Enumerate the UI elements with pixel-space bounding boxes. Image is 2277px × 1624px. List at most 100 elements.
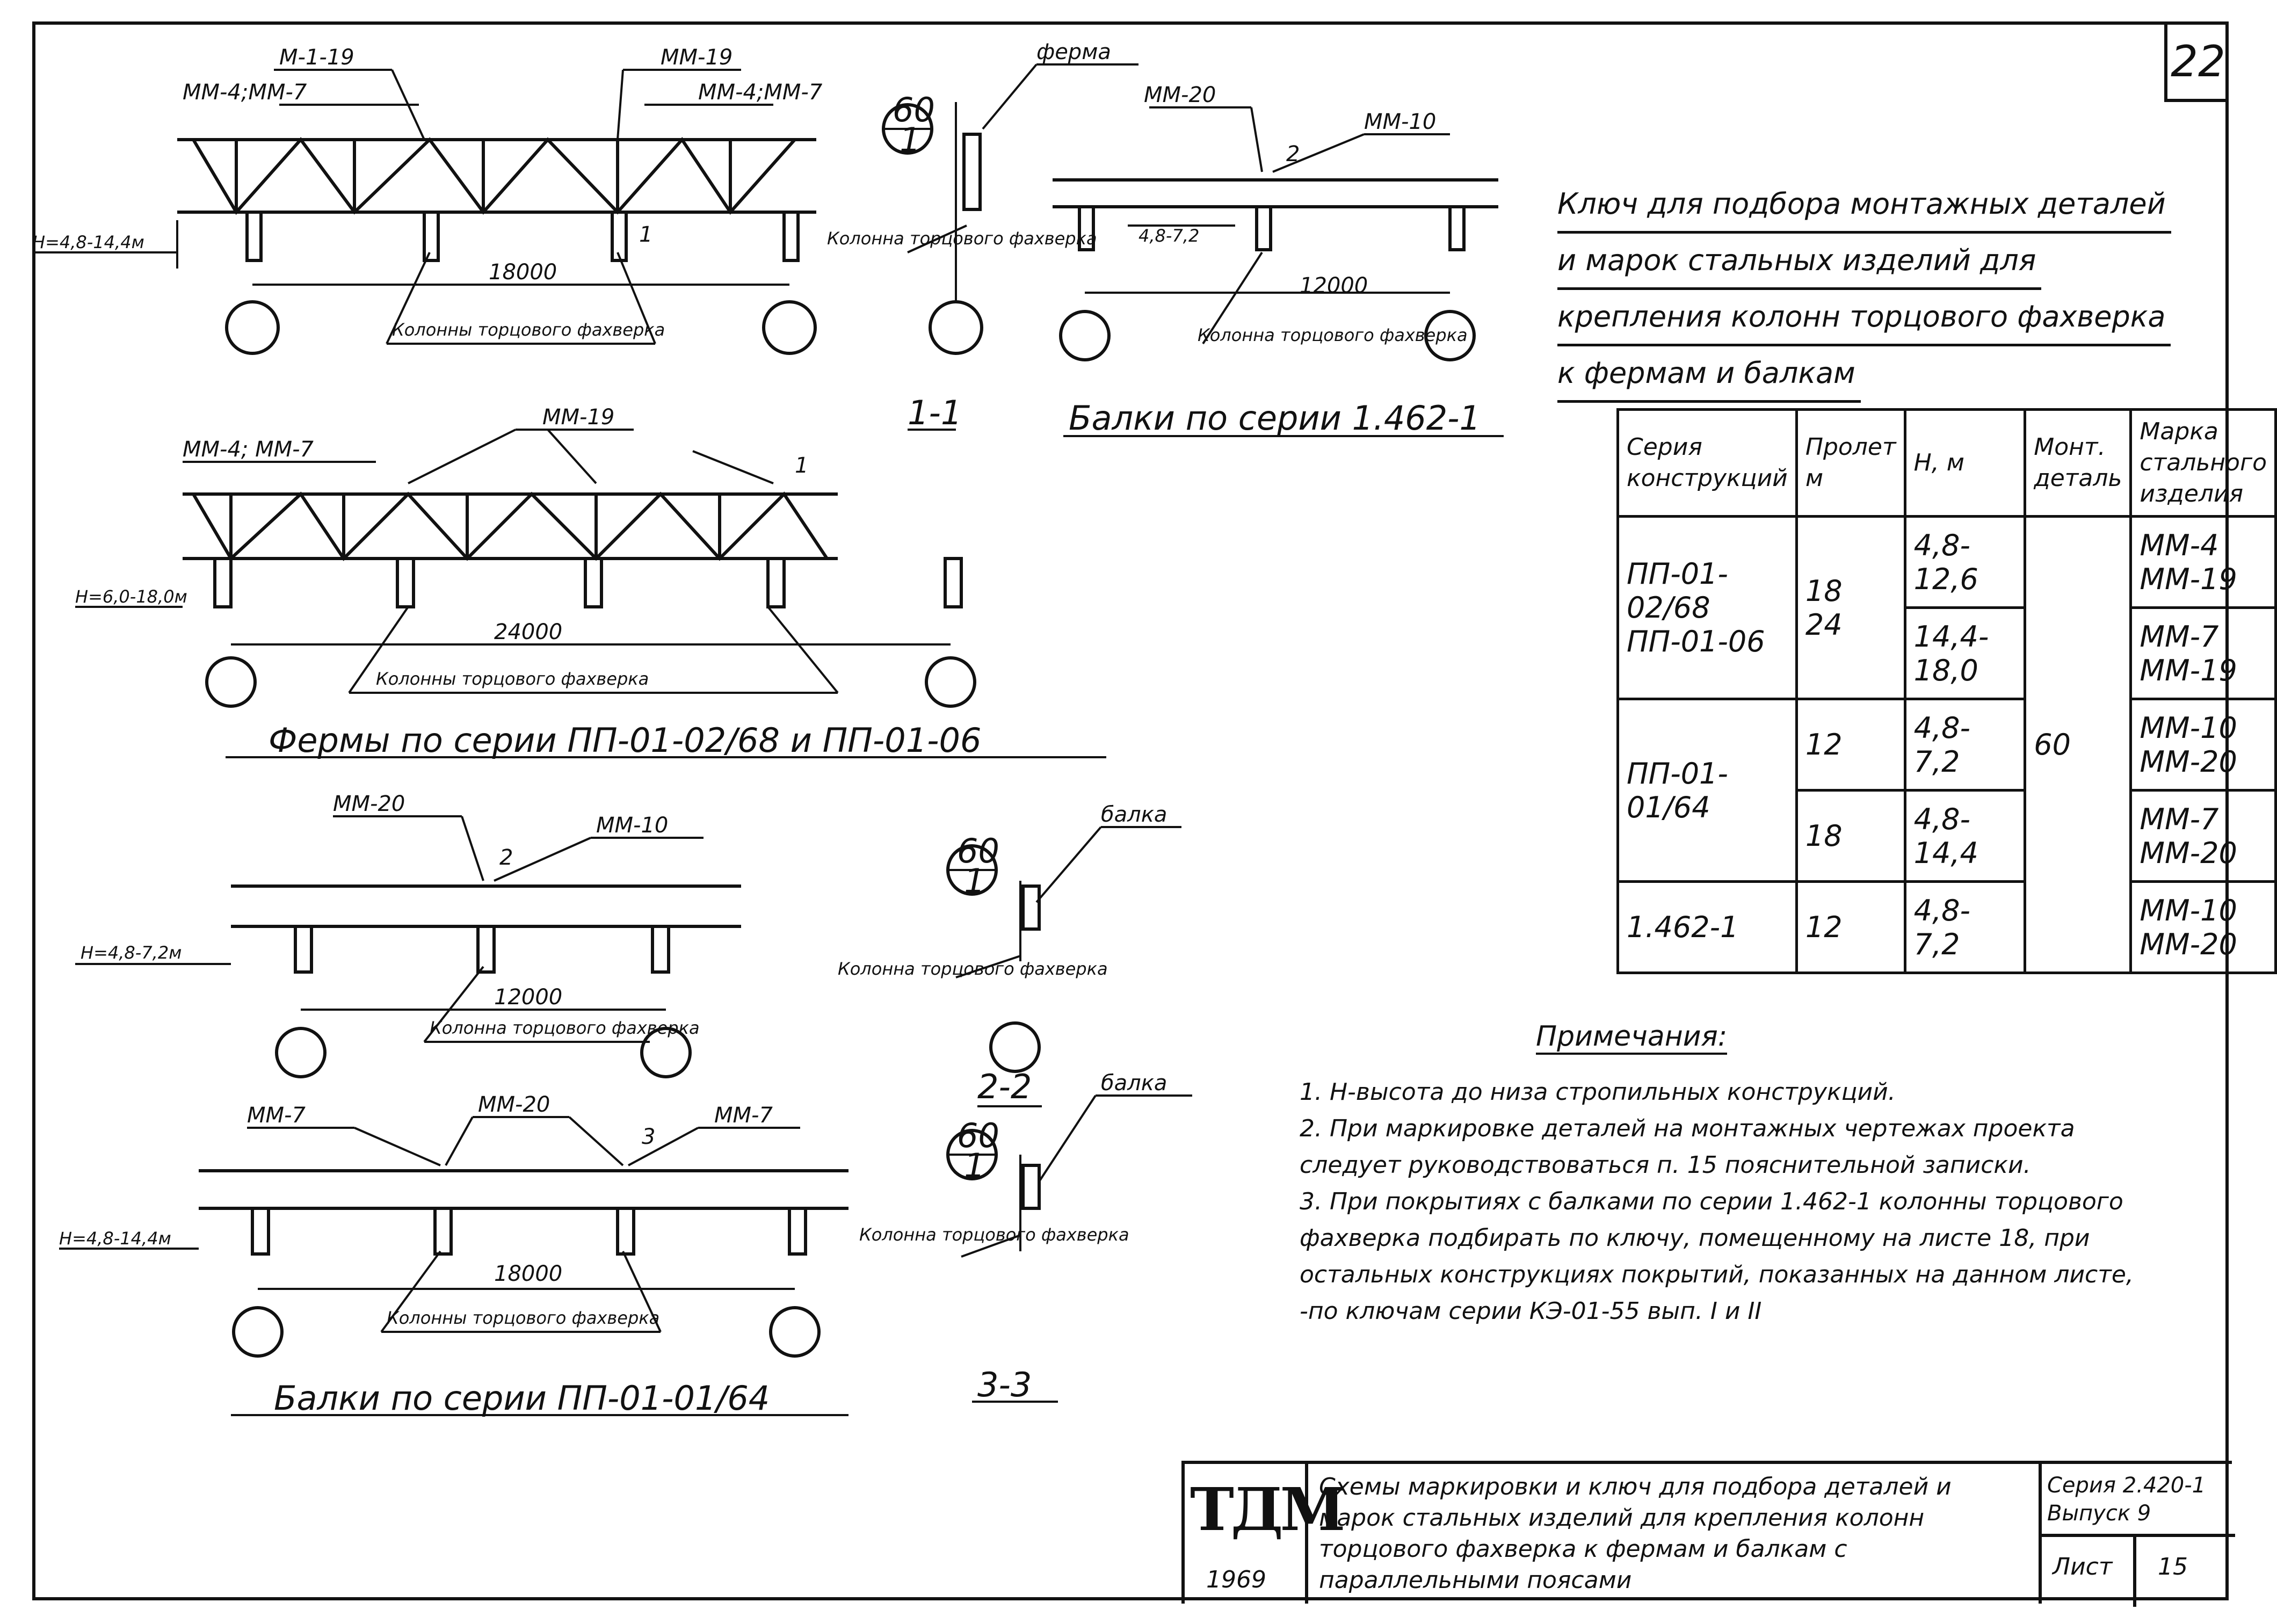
key-title-line: Ключ для подбора монтажных деталей <box>1557 177 2171 234</box>
mark-mm20: MM-20 <box>333 792 405 816</box>
series-label: Серия 2.420-1 <box>2047 1473 2206 1498</box>
section-mark: 3 <box>642 1125 655 1149</box>
detail-circle-top: 60 <box>893 90 935 129</box>
height-label: H=4,8-14,4м <box>32 232 144 252</box>
columns-label: Колонны торцового фахверка <box>387 1308 659 1328</box>
detail-circle-bottom: 1 <box>964 1146 985 1185</box>
columns-label: Колонны торцового фахверка <box>392 320 665 340</box>
diagram-caption: Балки по серии 1.462-1 <box>1069 398 1481 438</box>
table-cell-mark: MM-10 MM-20 <box>2129 880 2277 974</box>
note-item: 2. При маркировке деталей на монтажных ч… <box>1300 1115 2075 1179</box>
height-label: 4,8-7,2 <box>1138 226 1199 246</box>
series-info: Серия 2.420-1 Выпуск 9 <box>2047 1471 2206 1527</box>
beam-diagram-12000: MM-20 MM-10 H=4,8-7,2м 12000 Колонна тор… <box>75 792 741 1078</box>
detail-label: ферма <box>1036 40 1111 64</box>
diagram-caption: Фермы по серии ПП-01-02/68 и ПП-01-06 <box>269 721 981 760</box>
section-mark: 2 <box>1286 142 1300 166</box>
notes-list: 1. H-высота до низа стропильных конструк… <box>1300 1074 2159 1330</box>
table-row: 1.462-1 12 4,8-7,2 MM-10 MM-20 <box>1616 880 2277 974</box>
section-mark: 1 <box>639 222 652 247</box>
section-name: 1-1 <box>908 393 962 432</box>
truss-diagram-18000: M-1-19 MM-4;MM-7 MM-19 MM-4;MM-7 H=4,8-1… <box>32 45 823 355</box>
key-title-line: к фермам и балкам <box>1557 346 1861 403</box>
table-header: Монт. деталь <box>2024 408 2133 518</box>
title-block-logo: ТДМ 1969 <box>1185 1464 1345 1604</box>
table-cell-mark: MM-10 MM-20 <box>2129 698 2277 792</box>
span-label: 24000 <box>494 620 562 644</box>
table-cell-detail: 60 <box>2024 515 2133 974</box>
detail-section-2-2: 60 1 балка Колонна торцового фахверка 2-… <box>838 802 1181 1107</box>
table-cell-span: 18 <box>1795 789 1906 883</box>
mark-mm4-mm7: MM-4; MM-7 <box>183 437 314 462</box>
table-cell-h: 4,8-7,2 <box>1903 698 2027 792</box>
span-label: 12000 <box>494 985 562 1010</box>
columns-label: Колонны торцового фахверка <box>376 669 649 689</box>
section-name: 3-3 <box>977 1365 1032 1404</box>
detail-label: балка <box>1101 802 1167 827</box>
section-name: 2-2 <box>977 1067 1032 1106</box>
selection-key-table: Серия конструкций Пролет м H, м Монт. де… <box>1616 408 2277 974</box>
sheet-number: 15 <box>2133 1537 2235 1607</box>
height-label: H=4,8-7,2м <box>81 943 182 963</box>
truss-diagram-24000: MM-4; MM-7 MM-19 H=6,0-18,0м 24000 Колон… <box>75 405 1106 760</box>
table-cell-span: 12 <box>1795 698 1906 792</box>
table-header: Пролет м <box>1795 408 1906 518</box>
table-cell-mark: MM-7 MM-19 <box>2129 606 2277 700</box>
table-row: 14,4-18,0 MM-7 MM-19 <box>1618 606 2277 700</box>
detail-section-1-1: 60 1 ферма Колонна торцового фахверка 1-… <box>827 40 1138 432</box>
height-label: H=6,0-18,0м <box>75 586 187 607</box>
beam-diagram-18000: MM-7 MM-20 MM-7 H=4,8-14,4м 18000 Колонн… <box>59 1092 849 1418</box>
table-cell-series: 1.462-1 <box>1616 880 1798 974</box>
span-label: 12000 <box>1300 273 1368 298</box>
sheet-row: Лист 15 <box>2042 1534 2235 1607</box>
table-cell-series: ПП-01-01/64 <box>1616 698 1798 883</box>
table-header: H, м <box>1903 408 2027 518</box>
mark-mm19: MM-19 <box>542 405 614 430</box>
diagram-caption: Балки по серии ПП-01-01/64 <box>274 1379 770 1418</box>
detail-circle-bottom: 1 <box>900 120 920 160</box>
mark-mm10: MM-10 <box>1364 110 1436 134</box>
table-header-row: Серия конструкций Пролет м H, м Монт. де… <box>1616 408 2277 518</box>
table-cell-h: 4,8-7,2 <box>1903 880 2027 974</box>
note-item: 3. При покрытиях с балками по серии 1.46… <box>1300 1188 2134 1325</box>
note-item: 1. H-высота до низа стропильных конструк… <box>1300 1078 1896 1106</box>
table-cell-mark: MM-7 MM-20 <box>2129 789 2277 883</box>
mark-m-1-19: M-1-19 <box>279 45 354 70</box>
table-cell-h: 14,4-18,0 <box>1903 606 2027 700</box>
mark-mm20: MM-20 <box>478 1092 550 1117</box>
mark-mm10: MM-10 <box>596 813 668 838</box>
detail-column-label: Колонна торцового фахверка <box>838 959 1108 979</box>
mark-mm7-left: MM-7 <box>247 1103 306 1128</box>
mark-mm19: MM-19 <box>661 45 733 70</box>
sheet-label: Лист <box>2053 1553 2113 1581</box>
issue-label: Выпуск 9 <box>2047 1501 2151 1526</box>
key-title-line: крепления колонн торцового фахверка <box>1557 290 2171 346</box>
table-cell-span: 12 <box>1795 880 1906 974</box>
page-number: 22 <box>2164 21 2229 102</box>
mark-mm7-right: MM-7 <box>714 1103 773 1128</box>
detail-circle-bottom: 1 <box>964 861 985 901</box>
detail-column-label: Колонна торцового фахверка <box>859 1224 1129 1245</box>
detail-circle-top: 60 <box>957 1116 999 1155</box>
section-mark: 2 <box>499 845 513 870</box>
detail-label: балка <box>1101 1071 1167 1096</box>
table-header: Марка стального изделия <box>2129 408 2277 518</box>
detail-section-3-3: 60 1 балка Колонна торцового фахверка 3-… <box>859 1071 1192 1404</box>
mark-mm4-mm7-right: MM-4;MM-7 <box>698 80 823 105</box>
span-label: 18000 <box>494 1262 562 1286</box>
mark-mm4-mm7-left: MM-4;MM-7 <box>183 80 307 105</box>
height-label: H=4,8-14,4м <box>59 1228 171 1249</box>
table-cell-mark: MM-4 MM-19 <box>2129 515 2277 609</box>
title-block-info: Серия 2.420-1 Выпуск 9 Лист 15 <box>2039 1464 2235 1607</box>
key-title-line: и марок стальных изделий для <box>1557 234 2042 290</box>
detail-column-label: Колонна торцового фахверка <box>827 228 1097 249</box>
table-cell-h: 4,8-14,4 <box>1903 789 2027 883</box>
notes-title: Примечания: <box>1536 1020 1728 1055</box>
columns-label: Колонна торцового фахверка <box>1198 325 1468 345</box>
table-header: Серия конструкций <box>1616 408 1798 518</box>
title-block: ТДМ 1969 Схемы маркировки и ключ для под… <box>1181 1461 2235 1607</box>
